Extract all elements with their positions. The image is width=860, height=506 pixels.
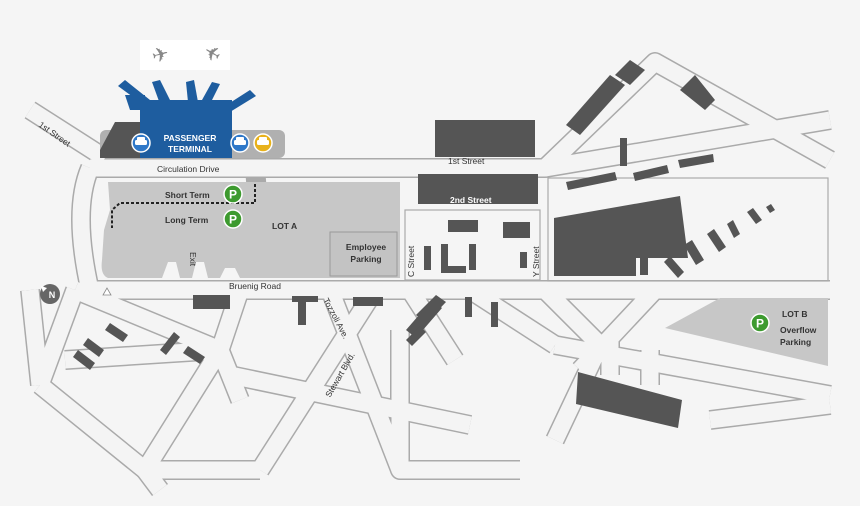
employee-parking-label-line2: Parking [350,254,381,264]
building [353,297,383,306]
building [416,295,446,323]
terminal-connector [125,95,145,110]
building [83,338,104,357]
building [183,346,205,364]
parking-icon-short-term[interactable]: P [223,184,243,204]
building [554,196,688,276]
airfield-panel [140,40,230,70]
building [105,323,128,342]
concourse-right [202,82,220,104]
building [448,220,478,232]
building [73,350,95,370]
overflow-parking-label: Parking [780,337,811,347]
employee-parking-lot [329,231,398,277]
street-label-2nd: 2nd Street [450,195,492,205]
building [292,296,318,325]
building [615,60,645,85]
lot-a [101,182,400,278]
building [678,154,714,168]
building [566,172,617,190]
street-label-c-street: C Street [406,245,416,277]
block-c-street [404,209,541,281]
concourse-mid-left [152,80,170,104]
terminal-label-line2: TERMINAL [168,144,212,154]
building [424,246,431,270]
building [465,297,472,317]
building [418,174,538,204]
street-label-circulation-drive: Circulation Drive [157,164,220,174]
building [664,256,684,278]
walkway-path [111,184,256,228]
building [766,204,775,213]
car-rental-icon-left[interactable] [131,133,151,153]
building [620,138,627,166]
building [684,240,704,265]
road-network [20,52,835,496]
building [193,295,230,309]
building [160,332,180,355]
building [680,75,715,110]
north-arrow-icon: N [40,284,60,304]
parking-icon-lot-b[interactable]: P [750,313,770,333]
buildings [73,60,775,428]
lot-a-label: LOT A [272,221,297,231]
long-term-label: Long Term [165,215,209,225]
parking-garage [100,122,140,158]
street-label-1st: 1st Street [448,156,485,166]
building [503,222,530,238]
building [707,229,726,252]
employee-parking-label-line1: Employee [346,242,386,252]
airplane-icon-left: ✈ [150,43,172,69]
short-term-label: Short Term [165,190,210,200]
building [520,252,527,268]
building [633,165,669,181]
concourse-far-right [225,90,256,112]
svg-text:N: N [49,290,56,300]
concourse-mid-right [186,80,198,102]
building [491,302,498,327]
building [566,75,625,135]
terminal-area: ✈ ✈ PASSENGER TERMINAL [100,38,285,158]
parking-lots [101,182,828,366]
building [727,220,740,238]
overflow-label: Overflow [780,325,817,335]
block-east [547,177,829,282]
svg-text:P: P [229,188,237,202]
terminal-building [140,100,232,158]
terminal-label-line1: PASSENGER [164,133,217,143]
building [469,244,476,270]
taxi-icon[interactable] [253,133,273,153]
building [640,255,648,275]
direction-marker [102,287,112,296]
street-label-exit: Exit [188,252,198,267]
building [576,372,682,428]
building [441,244,466,273]
car-rental-icon-right[interactable] [230,133,250,153]
parking-icon-long-term[interactable]: P [223,209,243,229]
lot-b [665,298,828,366]
building [435,120,535,157]
building [747,208,762,224]
street-label-bruenig-road: Bruenig Road [229,281,281,291]
lot-b-label: LOT B [782,309,808,319]
svg-text:P: P [229,213,237,227]
street-label-y-street: Y Street [531,246,541,277]
svg-text:P: P [756,317,764,331]
building [406,326,426,346]
